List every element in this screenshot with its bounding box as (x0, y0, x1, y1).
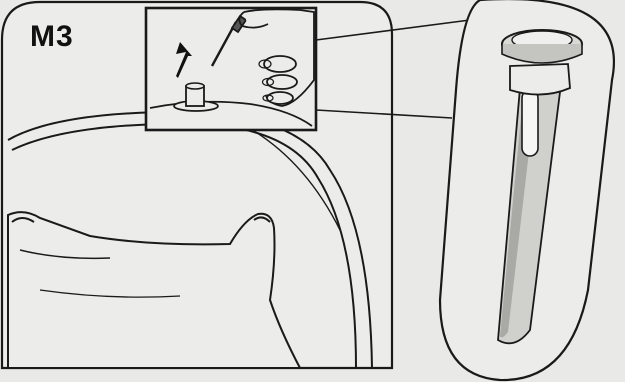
callout-leader-lines (315, 19, 471, 119)
blade-tool (497, 29, 583, 345)
pin-tool-icon (210, 8, 315, 107)
connector-knob (173, 82, 219, 112)
magnified-callout (438, 0, 615, 382)
inset-detail-box (144, 6, 318, 132)
up-arrow-icon (176, 42, 192, 78)
lower-hand (7, 211, 302, 369)
step-label: M3 (30, 20, 74, 53)
